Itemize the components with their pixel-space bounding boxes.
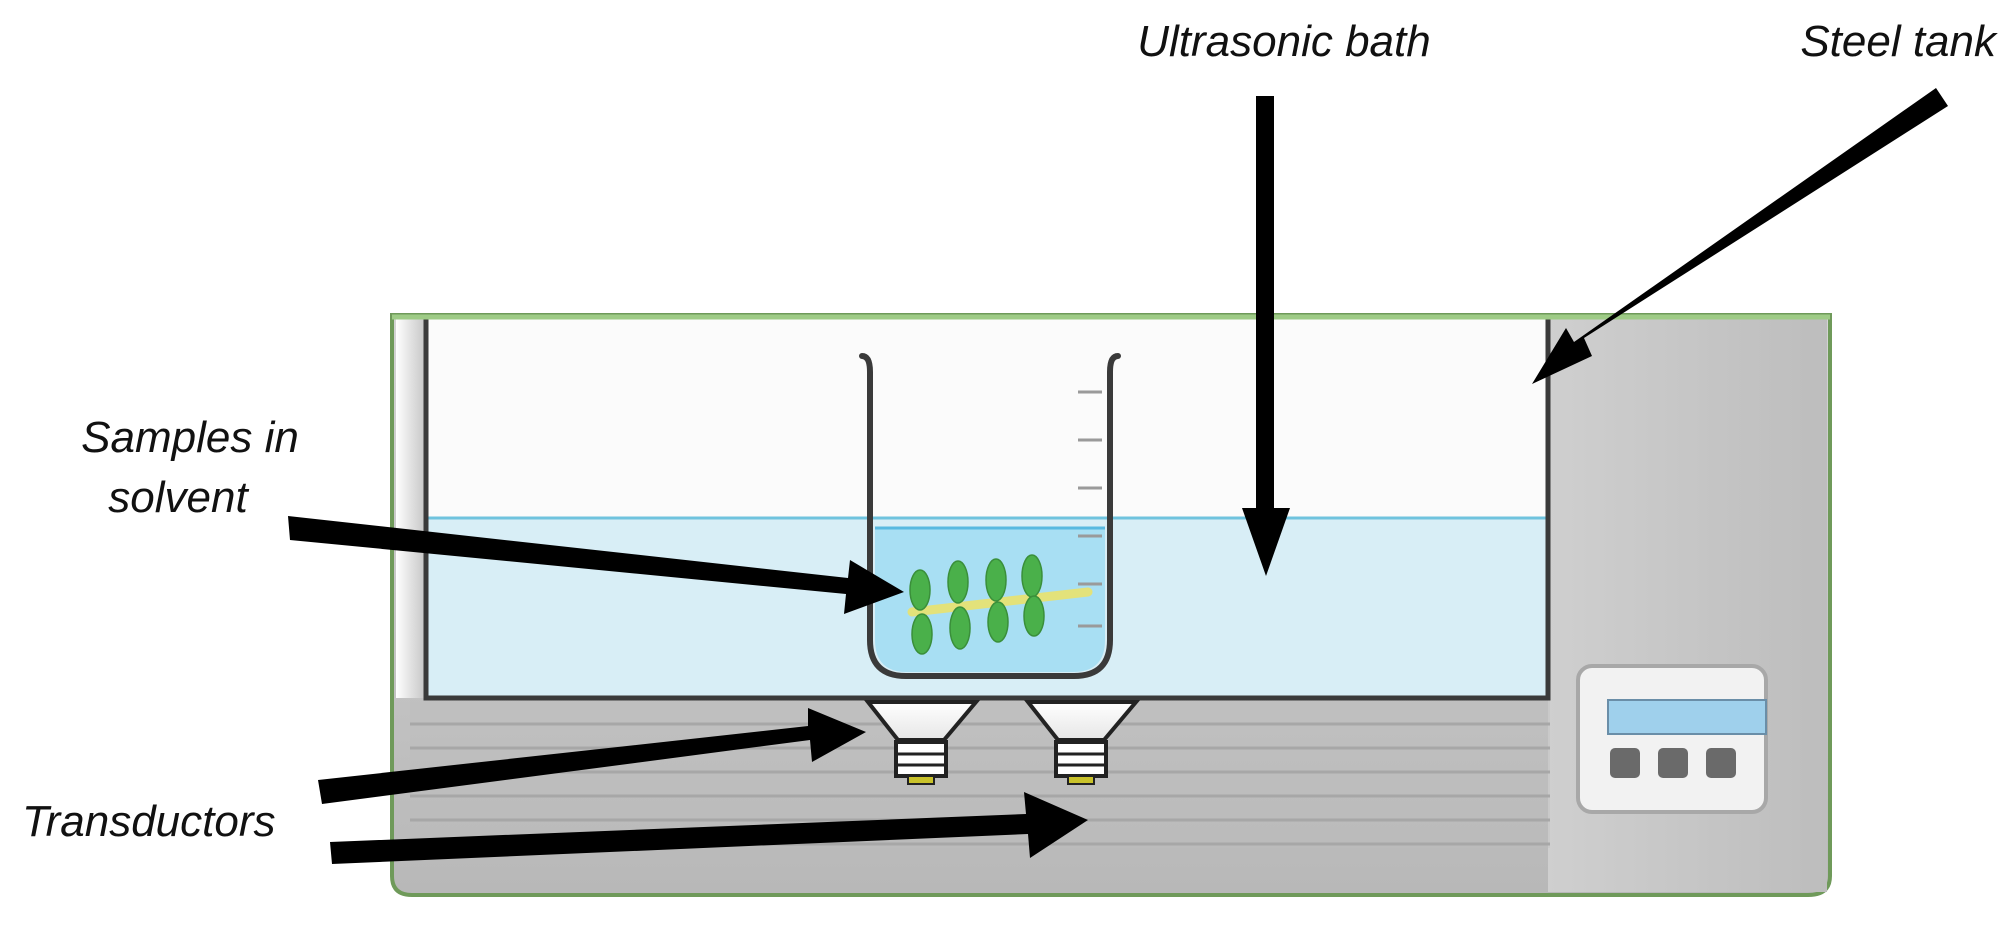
label-transductors: Transductors — [22, 797, 276, 846]
label-samples-line1: Samples in — [81, 413, 299, 462]
arrow-icon — [330, 792, 1088, 864]
left-wall — [396, 318, 424, 698]
control-display — [1607, 699, 1767, 735]
arrows — [288, 88, 1948, 864]
control-button — [1706, 748, 1736, 778]
transducer-icon — [863, 700, 981, 785]
beaker-graduations — [1078, 390, 1102, 628]
arrow-icon — [318, 708, 866, 804]
arrow-icon — [1242, 96, 1290, 576]
control-button — [1610, 748, 1640, 778]
label-samples-line2: solvent — [108, 473, 249, 522]
plant-sample — [907, 554, 1093, 655]
transducer-icon — [1023, 700, 1141, 785]
label-ultrasonic-bath: Ultrasonic bath — [1137, 17, 1430, 66]
arrow-icon — [1532, 88, 1948, 384]
control-button — [1658, 748, 1688, 778]
control-panel-icon — [1576, 664, 1768, 814]
label-steel-tank: Steel tank — [1800, 17, 1998, 66]
arrow-icon — [288, 516, 904, 614]
